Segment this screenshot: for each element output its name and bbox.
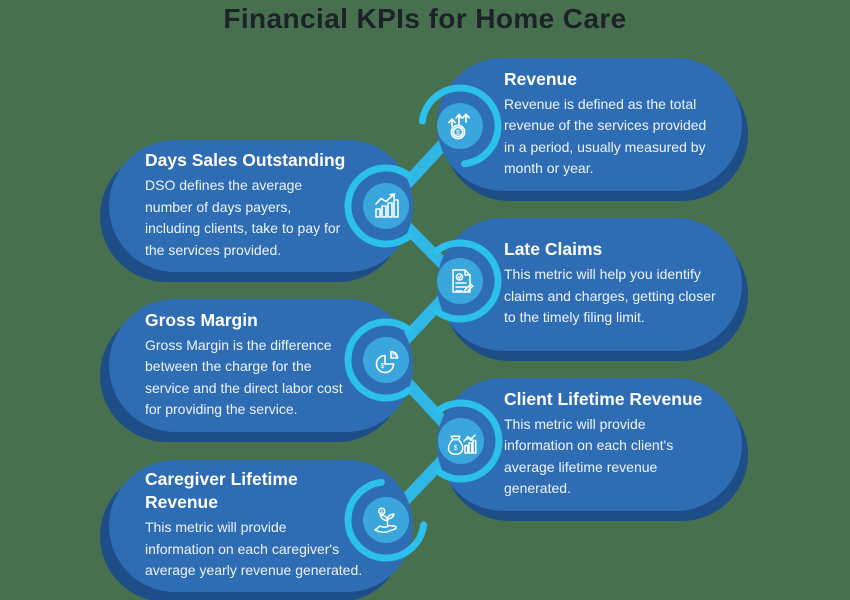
card-days-sales-outstanding-title: Days Sales Outstanding [145,150,346,170]
card-days-sales-outstanding-description: DSO defines the average number of days p… [145,177,341,258]
svg-text:$: $ [454,445,458,452]
node-gross-margin: $ % [344,318,428,402]
card-gross-margin-description: Gross Margin is the difference between t… [145,336,343,418]
svg-text:$: $ [456,128,461,137]
card-revenue-description: Revenue is defined as the total revenue … [504,95,707,177]
card-late-claims-description: This metric will help you identify claim… [504,266,716,326]
money-bag-chart-icon: $ [447,434,477,455]
money-growth-arrows-icon: $ [448,113,470,140]
bar-chart-growth-icon [375,193,399,218]
card-client-lifetime-revenue-title: Client Lifetime Revenue [504,388,703,409]
svg-text:$: $ [381,363,385,370]
node-caregiver-lifetime-revenue: $ [344,478,428,562]
node-days-sales-outstanding [344,164,428,248]
card-client-lifetime-revenue-description: This metric will provide information on … [504,415,674,497]
card-caregiver-lifetime-revenue-title: Caregiver Lifetime Revenue [145,469,298,513]
svg-text:%: % [392,353,398,359]
pie-chart-percent-icon: $ % [375,350,399,374]
page-title: Financial KPIs for Home Care [223,3,627,34]
hand-plant-growth-icon: $ [374,507,397,533]
node-revenue: $ [418,84,502,168]
svg-text:$: $ [380,509,383,515]
card-late-claims: Late Claims This metric will help you id… [437,218,742,351]
claim-document-icon [452,269,474,294]
card-caregiver-lifetime-revenue-description: This metric will provide information on … [145,519,363,579]
card-late-claims-body: Late Claims This metric will help you id… [437,218,742,351]
card-revenue-title: Revenue [504,68,577,89]
node-late-claims [418,239,502,323]
card-late-claims-title: Late Claims [504,239,603,260]
node-client-lifetime-revenue: $ [419,399,503,483]
card-gross-margin-title: Gross Margin [145,309,258,330]
